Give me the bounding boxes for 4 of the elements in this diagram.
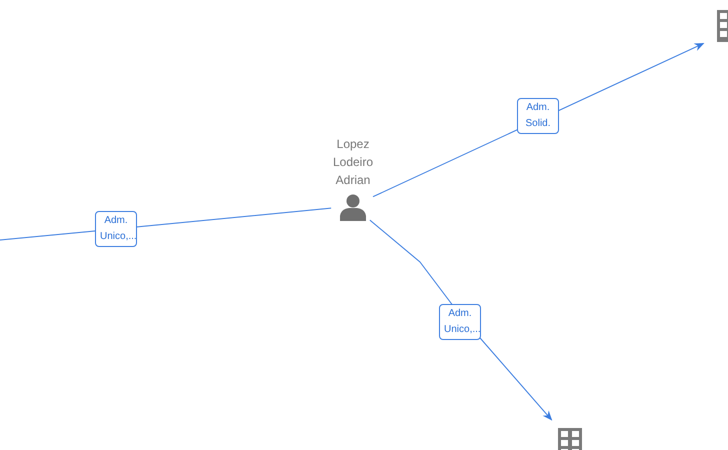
person-name: Lopez Lodeiro Adrian (332, 136, 374, 189)
edge-label: Adm. Unico,... (95, 211, 137, 247)
edge-label: Adm. Unico,... (439, 304, 481, 340)
edge-label: Adm. Solid. (517, 98, 559, 134)
